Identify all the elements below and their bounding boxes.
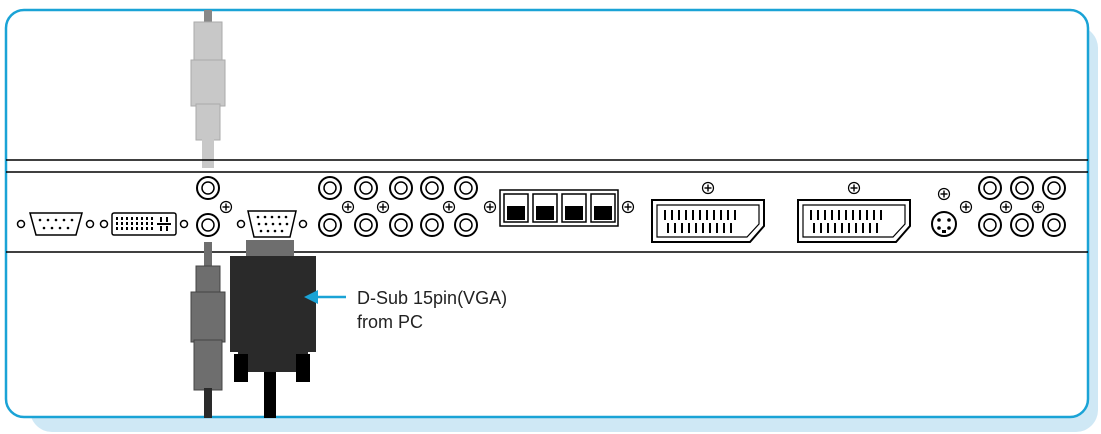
vga-cable-plug — [230, 240, 316, 418]
speaker-terminals — [483, 189, 635, 227]
rca-jacks-group-3 — [959, 176, 1066, 237]
screw-icon — [219, 200, 233, 214]
serial-port — [16, 212, 95, 236]
audio-plug-top — [190, 10, 226, 168]
scart-port-1 — [651, 181, 765, 243]
s-video-port — [931, 187, 957, 237]
audio-jacks — [196, 176, 233, 237]
vga-port — [236, 210, 308, 238]
rca-jacks-group-1 — [318, 176, 413, 237]
annotation-line-1: D-Sub 15pin(VGA) — [357, 288, 507, 308]
audio-plug-bottom — [190, 242, 226, 418]
back-panel — [6, 159, 1088, 253]
arrow-left-icon — [304, 290, 346, 304]
annotation-line-2: from PC — [357, 312, 423, 332]
dvi-port — [99, 212, 189, 236]
scart-port-2 — [797, 181, 911, 243]
rca-jacks-group-2 — [420, 176, 478, 237]
